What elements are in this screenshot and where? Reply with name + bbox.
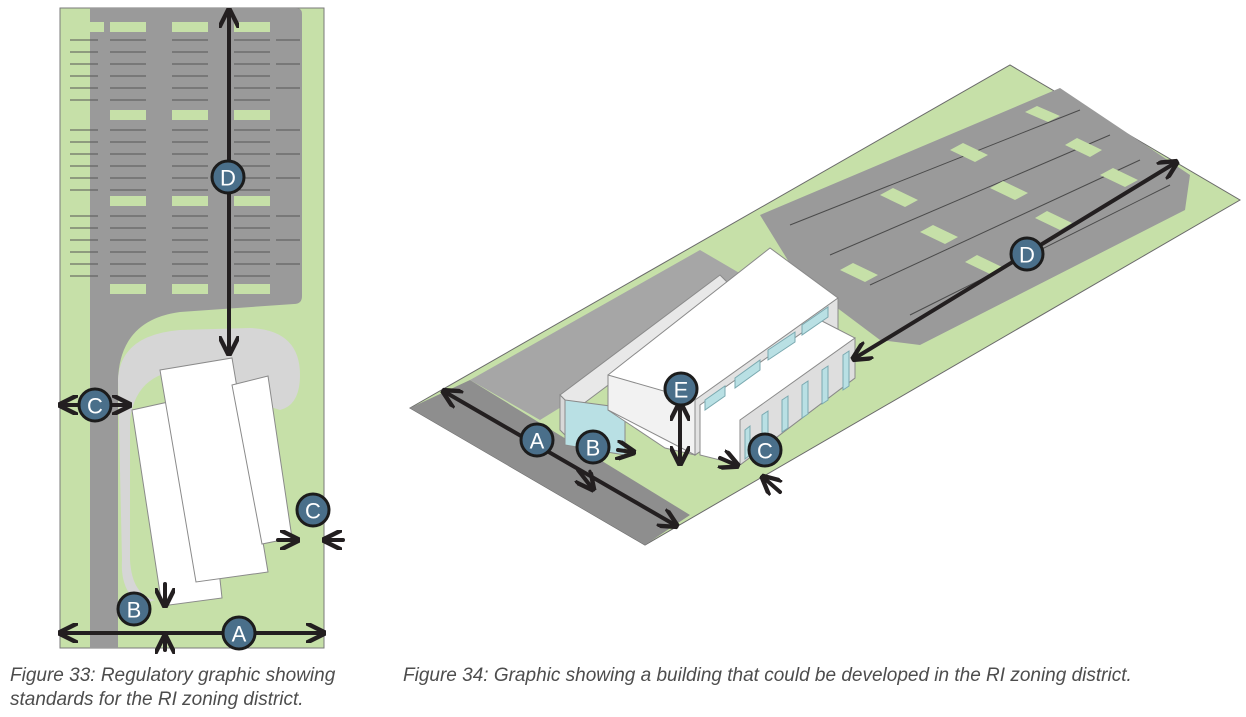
figure-33-caption: Figure 33: Regulatory graphic showing st…: [10, 665, 336, 710]
building-footprint: [131, 357, 293, 607]
svg-text:A: A: [232, 622, 247, 647]
arrow-a-short-axo: [578, 468, 592, 488]
svg-text:C: C: [757, 439, 773, 464]
badge-e-axo: E: [663, 371, 699, 407]
badge-b-axo: B: [575, 429, 611, 465]
badge-c-axo: C: [747, 432, 783, 468]
badge-c-right: C: [295, 492, 331, 528]
figure-34-axonometric: A B E C D: [408, 64, 1241, 546]
parking-stalls: [68, 22, 300, 294]
badge-d: D: [210, 159, 246, 195]
badge-a-axo: A: [519, 422, 555, 458]
svg-text:E: E: [674, 378, 689, 403]
figure-33-site-plan: D C C B A: [0, 7, 345, 655]
arrow-b-axo: [618, 450, 632, 452]
svg-text:C: C: [87, 394, 103, 419]
arrow-c1-axo: [720, 458, 736, 465]
svg-text:D: D: [220, 166, 236, 191]
badge-c-left: C: [77, 387, 113, 423]
drive-aisle-axo: [470, 250, 760, 420]
arrow-c2-axo: [764, 478, 780, 492]
badge-d-axo: D: [1009, 236, 1045, 272]
parking-lot: [90, 8, 302, 648]
badge-b: B: [116, 591, 152, 627]
svg-text:D: D: [1019, 243, 1035, 268]
svg-text:A: A: [530, 429, 545, 454]
svg-text:B: B: [586, 436, 601, 461]
badge-a: A: [221, 615, 257, 651]
arrow-a-axo: [445, 392, 675, 525]
svg-text:C: C: [305, 499, 321, 524]
figure-34-caption: Figure 34: Graphic showing a building th…: [403, 665, 1132, 686]
svg-text:B: B: [127, 598, 142, 623]
